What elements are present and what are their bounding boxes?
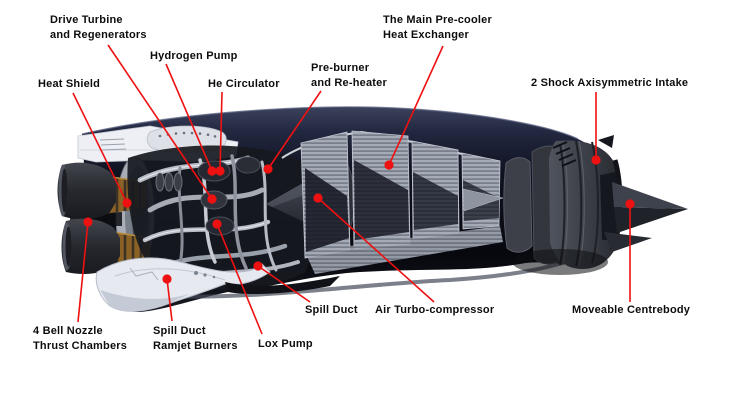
engine-illustration <box>57 106 688 313</box>
label-pre-burner: Pre-burner and Re-heater <box>311 61 387 91</box>
callout-main-pre-cooler <box>384 45 444 170</box>
label-text: and Re-heater <box>311 77 387 89</box>
callout-four-bell-nozzle <box>77 217 93 323</box>
label-text: Pre-burner <box>311 62 370 74</box>
label-text: 2 Shock Axisymmetric Intake <box>531 77 689 89</box>
label-text: and Regenerators <box>50 29 147 41</box>
label-text: Hydrogen Pump <box>150 50 238 62</box>
spill-duct-channel <box>95 257 340 312</box>
callout-spill-duct-ramjet <box>162 274 173 322</box>
centrebody-spike <box>600 172 688 252</box>
callout-air-turbo-compressor <box>313 193 435 303</box>
callout-pre-burner <box>263 90 322 174</box>
callout-he-circulator <box>215 91 225 176</box>
label-text: 4 Bell Nozzle <box>33 325 103 337</box>
label-lox-pump: Lox Pump <box>258 337 313 352</box>
label-text: Drive Turbine <box>50 14 123 26</box>
label-text: Ramjet Burners <box>153 340 238 352</box>
label-text: The Main Pre-cooler <box>383 14 492 26</box>
label-text: Spill Duct <box>305 304 358 316</box>
callout-spill-duct <box>253 261 311 303</box>
label-text: Spill Duct <box>153 325 206 337</box>
label-moveable-centrebody: Moveable Centrebody <box>572 303 690 318</box>
callout-hydrogen-pump <box>165 63 217 176</box>
label-spill-duct: Spill Duct <box>305 303 358 318</box>
label-text: Heat Shield <box>38 78 101 90</box>
callout-drive-turbine <box>107 44 217 204</box>
label-drive-turbine: Drive Turbine and Regenerators <box>50 13 147 43</box>
label-spill-duct-ramjet: Spill Duct Ramjet Burners <box>153 324 238 354</box>
callout-moveable-centrebody <box>625 199 635 302</box>
label-text: Air Turbo-compressor <box>375 304 495 316</box>
label-hydrogen-pump: Hydrogen Pump <box>150 49 238 64</box>
callout-two-shock-intake <box>591 92 601 165</box>
intake-gills <box>552 141 577 167</box>
label-text: He Circulator <box>208 78 280 90</box>
label-text: Moveable Centrebody <box>572 304 691 316</box>
callout-overlay <box>72 44 635 335</box>
label-air-turbo-compressor: Air Turbo-compressor <box>375 303 494 318</box>
precooler-panels <box>281 130 504 274</box>
tail-cone <box>462 188 504 212</box>
bell-nozzles <box>57 162 151 274</box>
callout-heat-shield <box>72 92 132 208</box>
label-four-bell-nozzle: 4 Bell Nozzle Thrust Chambers <box>33 324 127 354</box>
label-two-shock-intake: 2 Shock Axisymmetric Intake <box>531 76 688 91</box>
callout-lox-pump <box>212 219 263 335</box>
label-text: Heat Exchanger <box>383 29 469 41</box>
label-he-circulator: He Circulator <box>208 77 280 92</box>
label-main-pre-cooler: The Main Pre-cooler Heat Exchanger <box>383 13 492 43</box>
nacelle-top-sheen <box>81 106 579 140</box>
label-text: Thrust Chambers <box>33 340 128 352</box>
label-heat-shield: Heat Shield <box>38 77 100 92</box>
nacelle-fin <box>598 135 614 148</box>
label-text: Lox Pump <box>258 338 313 350</box>
